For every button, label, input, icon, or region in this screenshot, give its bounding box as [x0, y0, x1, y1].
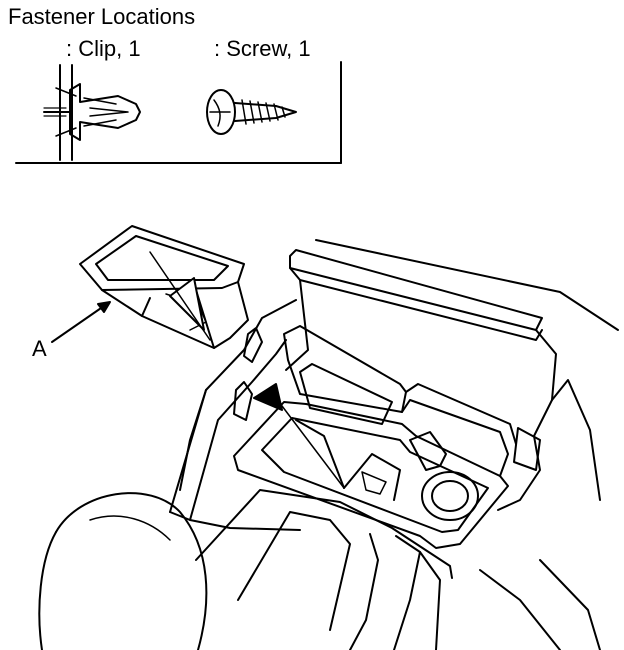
callout-leader-a [51, 301, 111, 343]
pocket-insert-a [79, 225, 249, 349]
screw-label: : Screw, 1 [214, 36, 311, 61]
console-frame [169, 299, 601, 531]
callout-label-a: A [32, 336, 47, 361]
clip-icon [43, 64, 141, 161]
console-top [285, 239, 619, 437]
screw-location-pointer [253, 383, 345, 489]
lower-console [195, 489, 601, 650]
screw-icon [206, 89, 297, 135]
clip-label: : Clip, 1 [66, 36, 141, 61]
seat-bolster [38, 492, 208, 650]
legend-title: Fastener Locations [8, 4, 196, 29]
inner-tray [233, 325, 517, 549]
install-arrow [149, 251, 211, 341]
legend-box [15, 61, 342, 164]
